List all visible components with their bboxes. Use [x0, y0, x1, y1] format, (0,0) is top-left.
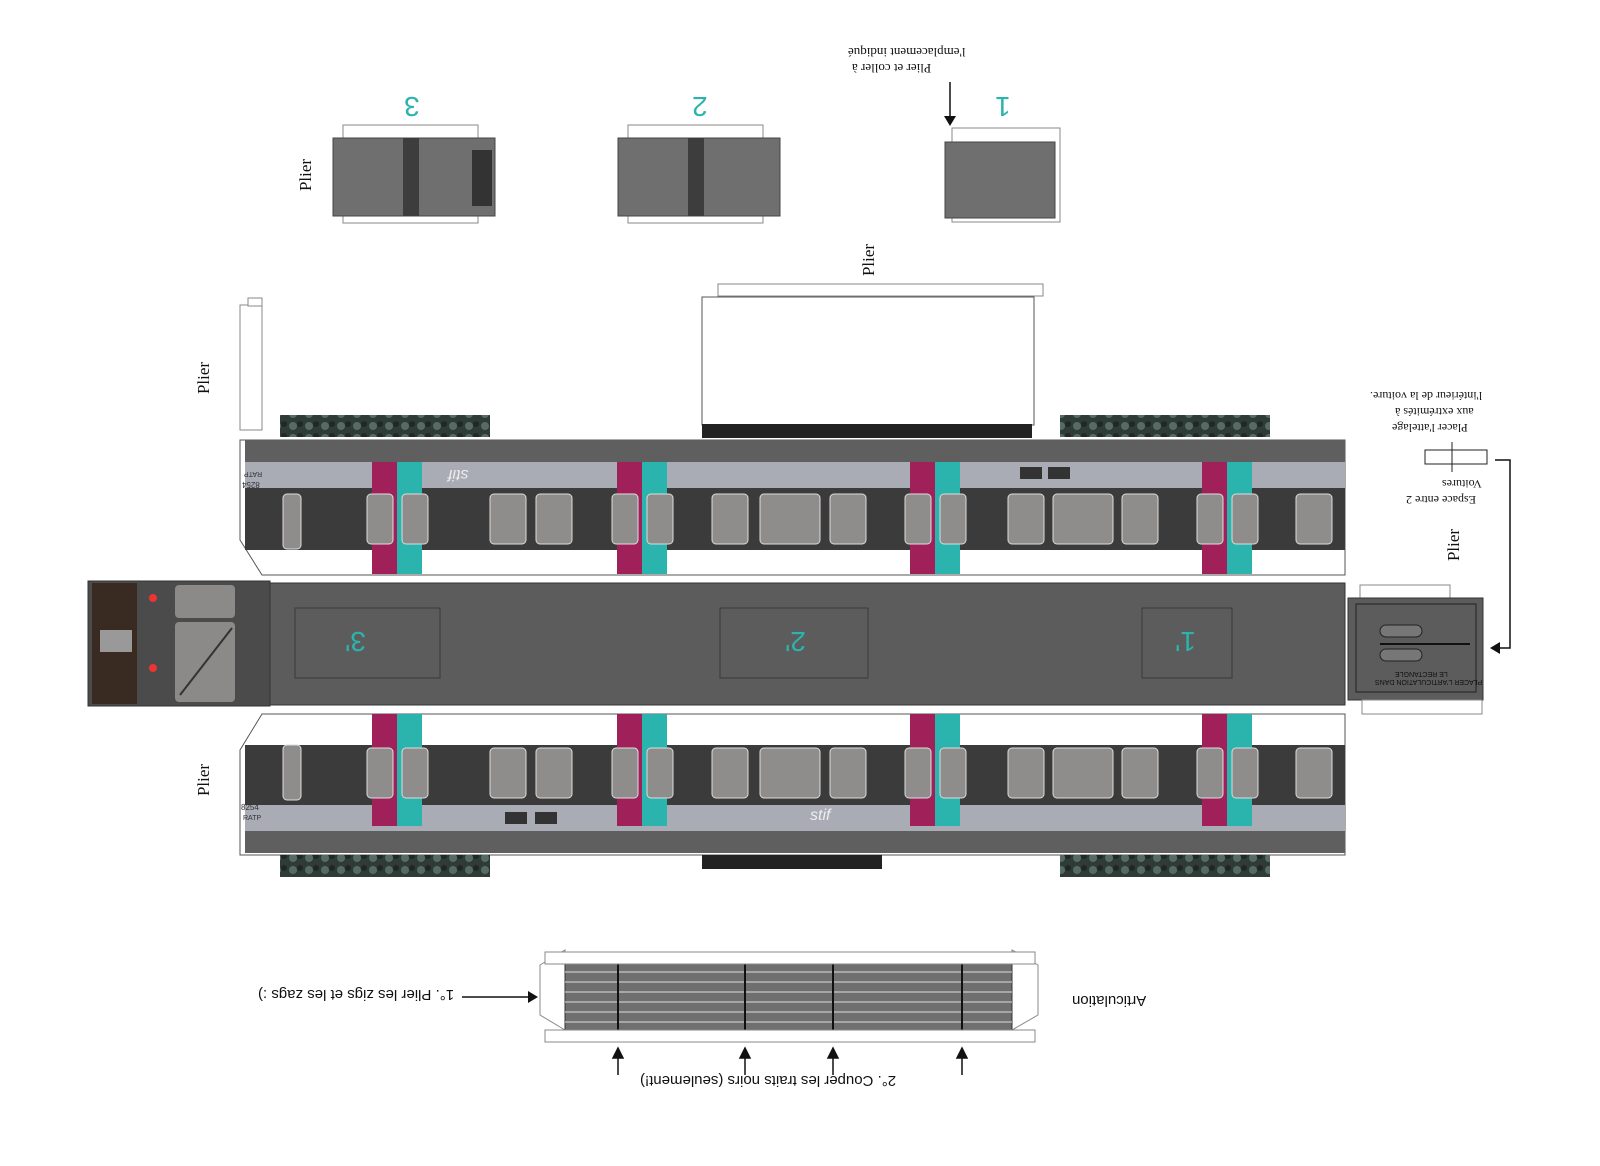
coupling-sketch — [1424, 449, 1488, 465]
operator-upper: RATP — [244, 470, 263, 477]
brand-upper: stif — [448, 466, 469, 483]
car-number-lower: 8254 — [241, 803, 259, 812]
piece-1 — [944, 127, 1061, 223]
roof-number-2: 2' — [785, 626, 806, 657]
space-note-line2: Voitures — [1442, 477, 1482, 491]
brand-lower: stif — [810, 807, 831, 824]
roof-number-3: 3' — [345, 626, 366, 657]
car-side-lower — [239, 713, 1346, 877]
glue-note-line1: Plier et coller à — [852, 61, 932, 76]
plier-label-top: Plier — [296, 158, 316, 192]
roof-number-1: 1' — [1175, 626, 1196, 657]
rectangle-note-line2: LE RECTANGLE — [1395, 670, 1448, 677]
piece-number-1: 1 — [995, 91, 1011, 122]
coupling-note-line3: l'intérieur de la voiture. — [1370, 389, 1483, 403]
cut-arrows — [611, 1046, 969, 1075]
piece-number-2: 2 — [692, 91, 708, 122]
piece-number-3: 3 — [404, 91, 420, 122]
piece-3 — [332, 124, 496, 224]
roof-flap — [701, 296, 1035, 426]
rectangle-note-line1: PLACER L'ARTICULATION DANS — [1375, 678, 1483, 685]
car-roof — [87, 580, 1484, 715]
coupling-note-line1: Placer l'attelage — [1392, 421, 1468, 435]
plier-label-rear: Plier — [1444, 528, 1464, 562]
step2-instruction: 2°. Couper les traits noirs (seulement!) — [640, 1072, 897, 1089]
car-number-upper: 8254 — [242, 480, 260, 489]
space-note-line1: Espace entre 2 — [1406, 493, 1476, 507]
glue-note-line2: l'emplacement indiqué — [848, 45, 966, 60]
step1-instruction: 1°. Plier les zigs et les zags :) — [258, 986, 455, 1003]
plier-label-roof: Plier — [859, 243, 879, 277]
plier-label-front-lower: Plier — [194, 763, 214, 797]
coupling-note-line2: aux extrémités à — [1395, 405, 1474, 419]
operator-lower: RATP — [243, 815, 262, 822]
car-side-upper — [239, 297, 1346, 576]
articulation-label: Articulation — [1072, 992, 1147, 1009]
plier-label-front-upper: Plier — [194, 361, 214, 395]
piece-2 — [617, 124, 781, 224]
articulation-strip — [539, 949, 1039, 1043]
